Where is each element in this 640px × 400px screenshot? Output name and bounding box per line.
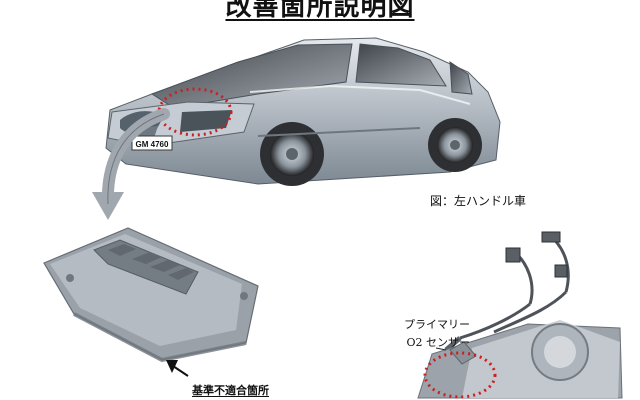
figure-caption: 図：左ハンドル車 (430, 194, 527, 208)
page-title: 改善箇所説明図 (225, 0, 415, 22)
nonconforming-location-label: 基準不適合箇所 (192, 384, 269, 397)
sensor-label-line-1: プライマリー (404, 318, 470, 331)
sensor-label-line-2: O2 センサー (406, 336, 470, 349)
primary-o2-sensor-label: プライマリー O2 センサー (360, 316, 470, 352)
license-plate-text: GM 4760 (136, 140, 169, 149)
